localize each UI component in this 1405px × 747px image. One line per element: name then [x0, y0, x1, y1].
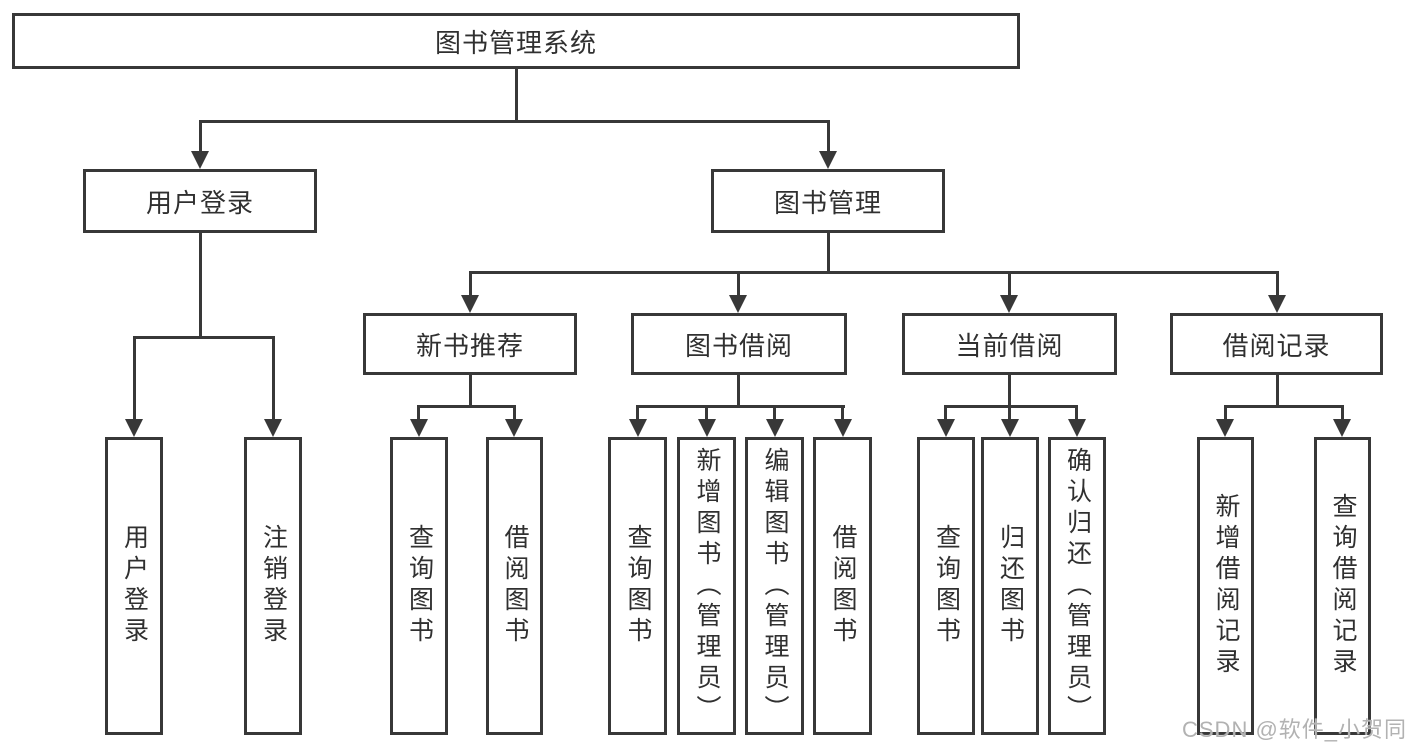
node-book-management: 图书管理	[711, 169, 945, 233]
leaf-query-books-borrowing: 查询图书	[608, 437, 667, 735]
leaf-borrow-books-recommend: 借阅图书	[486, 437, 543, 735]
connector-line	[773, 405, 776, 421]
arrow-down-icon	[410, 419, 428, 437]
connector-line	[944, 405, 947, 421]
connector-line	[199, 120, 202, 153]
leaf-logout: 注销登录	[244, 437, 302, 735]
connector-line	[133, 336, 275, 339]
node-book-borrowing: 图书借阅	[631, 313, 847, 375]
connector-line	[199, 120, 830, 123]
arrow-down-icon	[1068, 419, 1086, 437]
connector-line	[272, 336, 275, 422]
arrow-down-icon	[1333, 419, 1351, 437]
leaf-add-borrow-record: 新增借阅记录	[1197, 437, 1254, 735]
arrow-down-icon	[461, 295, 479, 313]
connector-line	[513, 405, 516, 421]
connector-line	[827, 120, 830, 153]
connector-line	[705, 405, 708, 421]
arrow-down-icon	[125, 419, 143, 437]
arrow-down-icon	[1216, 419, 1234, 437]
connector-line	[737, 374, 740, 407]
connector-line	[1008, 405, 1011, 421]
leaf-user-login: 用户登录	[105, 437, 163, 735]
arrow-down-icon	[819, 151, 837, 169]
arrow-down-icon	[698, 419, 716, 437]
arrow-down-icon	[729, 295, 747, 313]
leaf-add-books-admin: 新增图书（管理员）	[677, 437, 736, 735]
node-new-book-recommendation: 新书推荐	[363, 313, 577, 375]
arrow-down-icon	[766, 419, 784, 437]
connector-line	[1224, 405, 1227, 421]
csdn-watermark: CSDN @软件_小贺同学	[1182, 717, 1405, 742]
arrow-down-icon	[505, 419, 523, 437]
connector-line	[945, 405, 1078, 408]
node-library-management-system: 图书管理系统	[12, 13, 1020, 69]
connector-line	[1276, 271, 1279, 298]
leaf-query-borrow-record: 查询借阅记录	[1314, 437, 1371, 735]
connector-line	[827, 232, 830, 273]
leaf-confirm-return-admin: 确认归还（管理员）	[1048, 437, 1106, 735]
connector-line	[469, 374, 472, 407]
connector-line	[1008, 271, 1011, 298]
connector-line	[1276, 374, 1279, 407]
connector-line	[515, 69, 518, 122]
arrow-down-icon	[264, 419, 282, 437]
arrow-down-icon	[834, 419, 852, 437]
connector-line	[469, 271, 1279, 274]
connector-line	[637, 405, 845, 408]
node-borrowing-records: 借阅记录	[1170, 313, 1383, 375]
connector-line	[1224, 405, 1344, 408]
node-user-login: 用户登录	[83, 169, 317, 233]
arrow-down-icon	[191, 151, 209, 169]
connector-line	[841, 405, 844, 421]
node-current-borrowing: 当前借阅	[902, 313, 1117, 375]
leaf-borrow-books: 借阅图书	[813, 437, 872, 735]
arrow-down-icon	[629, 419, 647, 437]
arrow-down-icon	[1268, 295, 1286, 313]
arrow-down-icon	[1000, 295, 1018, 313]
arrow-down-icon	[937, 419, 955, 437]
leaf-query-books-current: 查询图书	[917, 437, 975, 735]
connector-line	[737, 271, 740, 298]
leaf-edit-books-admin: 编辑图书（管理员）	[745, 437, 804, 735]
leaf-query-books-recommend: 查询图书	[390, 437, 448, 735]
connector-line	[199, 232, 202, 338]
connector-line	[133, 336, 136, 422]
connector-line	[1075, 405, 1078, 421]
connector-line	[1341, 405, 1344, 421]
connector-line	[1008, 374, 1011, 407]
connector-line	[418, 405, 516, 408]
connector-line	[636, 405, 639, 421]
arrow-down-icon	[1001, 419, 1019, 437]
leaf-return-books: 归还图书	[981, 437, 1039, 735]
connector-line	[417, 405, 420, 421]
connector-line	[469, 271, 472, 298]
